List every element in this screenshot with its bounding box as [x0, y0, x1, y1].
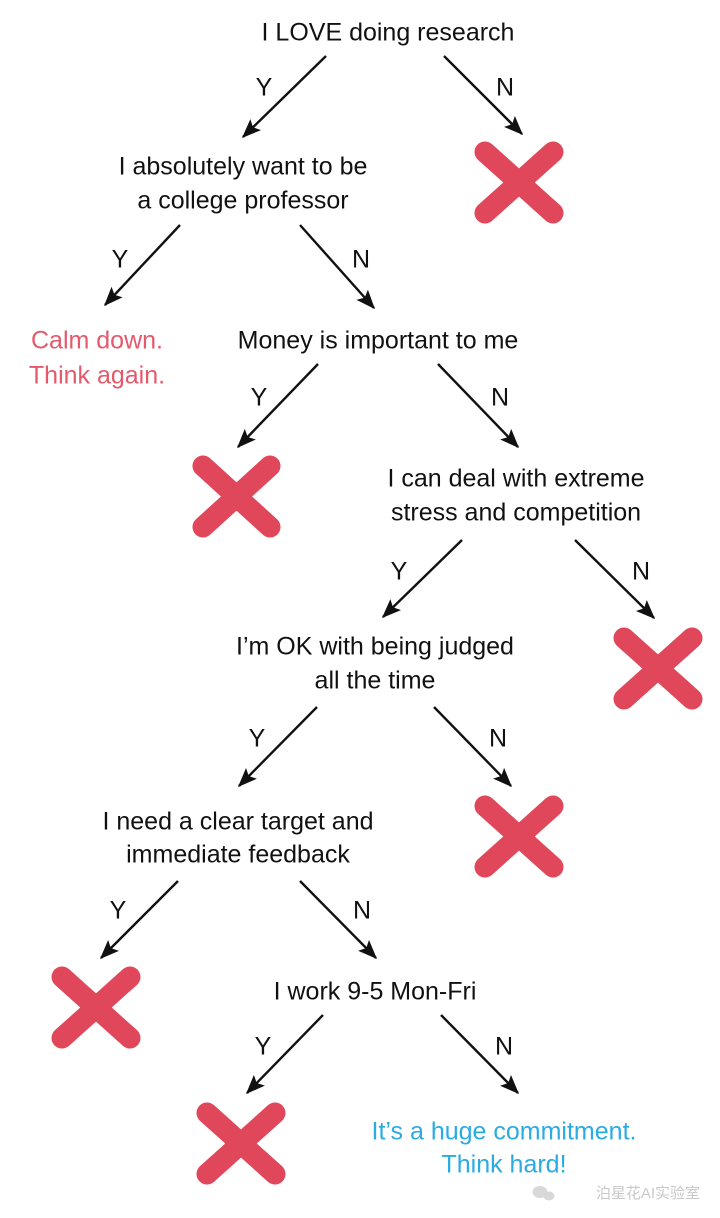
edge-q7-yes — [245, 1014, 324, 1095]
branch-label-q5-no: N — [489, 725, 507, 753]
question-node-q3-line1: Money is important to me — [238, 327, 519, 355]
question-node-q4-line1: I can deal with extreme — [387, 465, 644, 493]
leaf-node-calm-down-line2: Think again. — [29, 362, 165, 390]
branch-label-q7-no: N — [495, 1033, 513, 1061]
edge-q3-yes — [237, 363, 319, 449]
edge-q4-no — [574, 539, 656, 620]
edge-q7-no — [440, 1014, 520, 1095]
edge-q1-yes — [241, 55, 327, 139]
edge-q5-yes — [237, 706, 318, 788]
x-mark-icon — [474, 141, 564, 224]
leaf-node-commitment-line1: It’s a huge commitment. — [372, 1118, 637, 1146]
x-mark-icon — [196, 1102, 286, 1185]
branch-label-q4-no: N — [632, 558, 650, 586]
branch-label-q7-yes: Y — [255, 1033, 272, 1061]
edge-q6-no — [299, 880, 378, 960]
x-mark-icon — [613, 627, 703, 710]
x-mark-icon — [474, 795, 564, 878]
edge-q1-no — [443, 55, 524, 136]
edge-q4-yes — [381, 539, 463, 619]
question-node-q7-line1: I work 9-5 Mon-Fri — [274, 978, 477, 1006]
branch-label-q1-no: N — [496, 74, 514, 102]
edge-q5-no — [433, 706, 513, 788]
branch-label-q4-yes: Y — [391, 558, 408, 586]
edge-q6-yes — [99, 880, 179, 960]
question-node-q1-line1: I LOVE doing research — [262, 19, 515, 47]
question-node-q6-line2: immediate feedback — [126, 841, 350, 869]
edge-q2-yes — [104, 224, 181, 307]
branch-label-q3-no: N — [491, 384, 509, 412]
branch-label-q2-no: N — [352, 246, 370, 274]
watermark-label: 泊星花AI实验室 — [596, 1185, 700, 1202]
edge-q3-no — [437, 363, 519, 449]
question-node-q2-line2: a college professor — [137, 187, 348, 215]
leaf-node-calm-down-line1: Calm down. — [31, 327, 163, 355]
question-node-q4-line2: stress and competition — [391, 499, 641, 527]
question-node-q5-line2: all the time — [315, 667, 436, 695]
branch-label-q1-yes: Y — [256, 74, 273, 102]
leaf-node-commitment-line2: Think hard! — [441, 1151, 566, 1179]
edge-q2-no — [299, 224, 375, 310]
watermark: 泊星花AI实验室 — [532, 1185, 700, 1202]
branch-label-q5-yes: Y — [249, 725, 266, 753]
branch-label-q6-no: N — [353, 897, 371, 925]
question-node-q2-line1: I absolutely want to be — [119, 153, 368, 181]
branch-label-q2-yes: Y — [112, 246, 129, 274]
branch-label-q6-yes: Y — [110, 897, 127, 925]
branch-label-q3-yes: Y — [251, 384, 268, 412]
x-mark-icon — [192, 455, 281, 538]
question-node-q6-line1: I need a clear target and — [102, 808, 373, 836]
x-mark-icon — [51, 966, 141, 1049]
wechat-icon — [532, 1186, 555, 1201]
question-node-q5-line1: I’m OK with being judged — [236, 633, 514, 661]
